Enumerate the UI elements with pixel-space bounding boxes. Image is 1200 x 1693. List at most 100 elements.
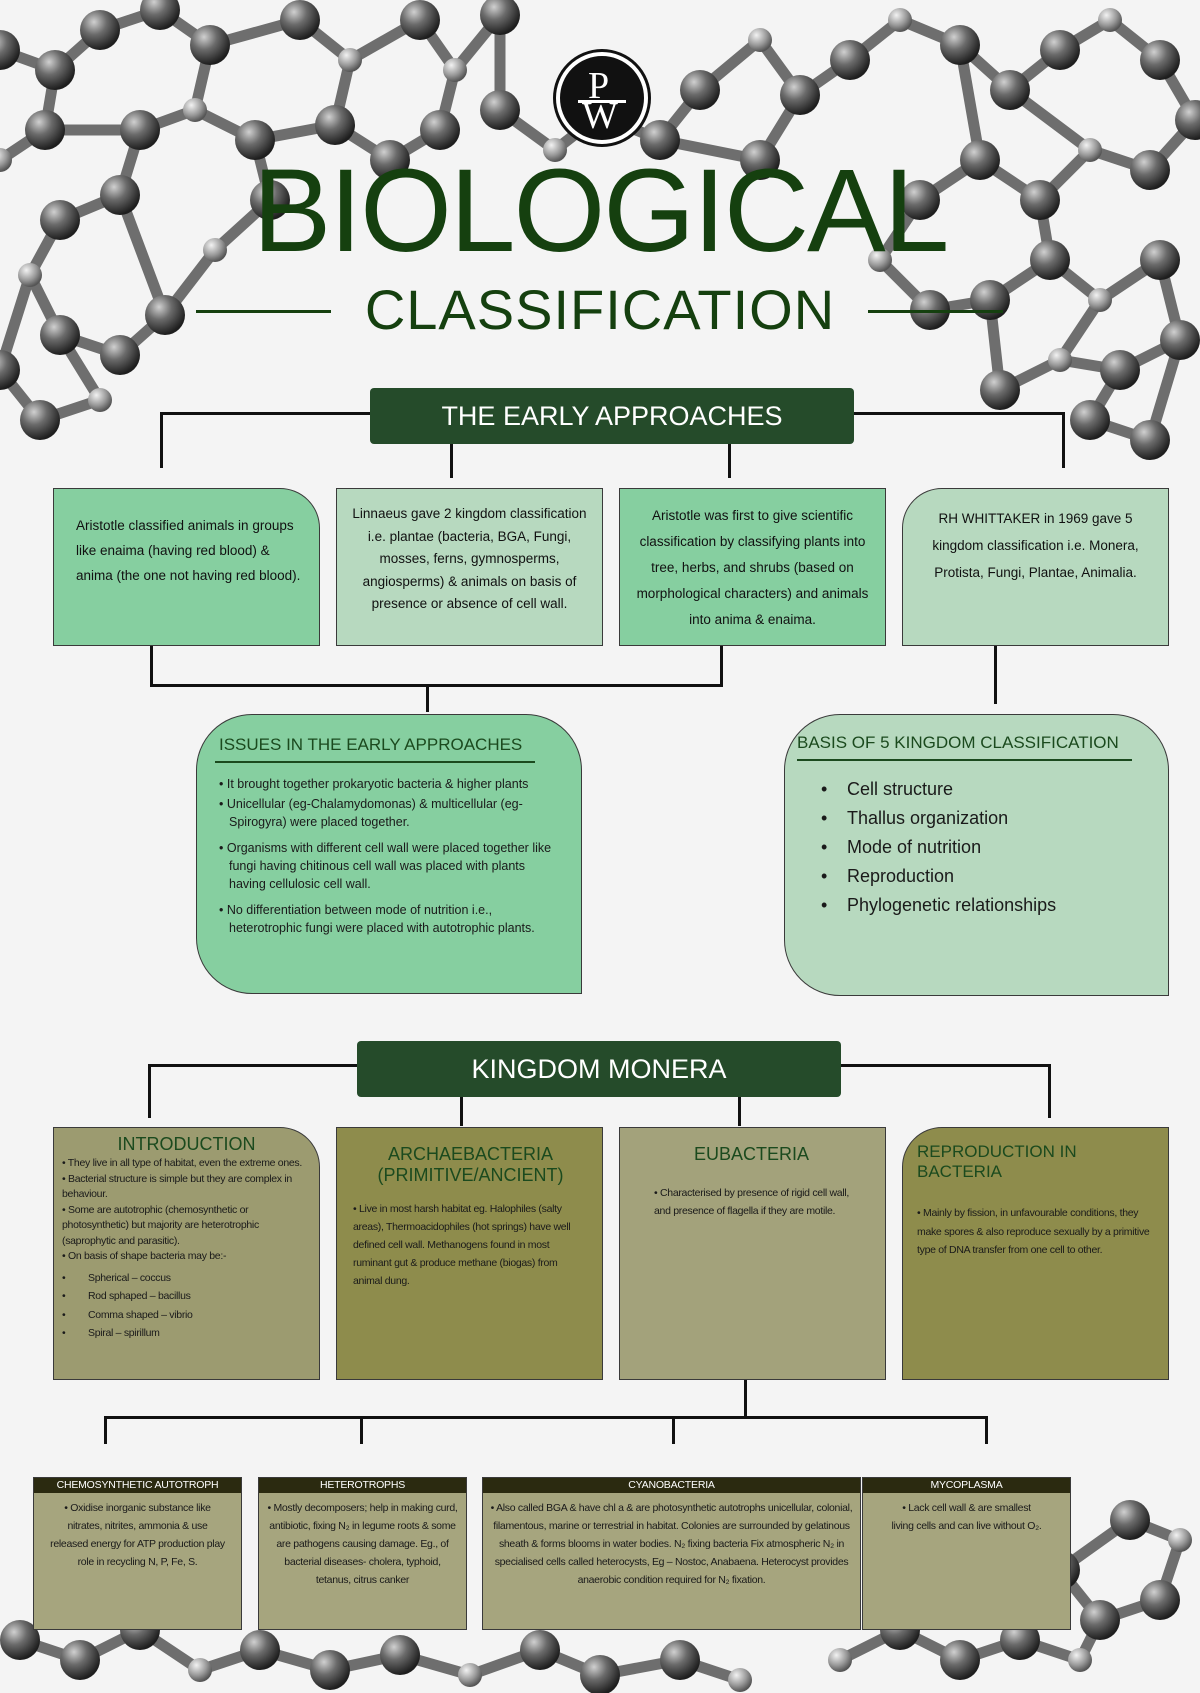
molecule-atom (1098, 8, 1122, 32)
molecule-atom (1020, 180, 1060, 220)
basis-item: •Cell structure (821, 779, 954, 799)
type-card-text: • Mostly decomposers; help in making cur… (267, 1502, 458, 1586)
molecule-atom (20, 400, 60, 440)
section-header-early-approaches: THE EARLY APPROACHES (370, 388, 854, 444)
basis-item: •Thallus organization (821, 808, 1009, 828)
connector (148, 1064, 151, 1118)
molecule-atom (980, 370, 1020, 410)
connector (672, 1416, 675, 1444)
connector (744, 1380, 747, 1418)
connector (728, 440, 731, 478)
type-card-cyanobacteria: CYANOBACTERIA • Also called BGA & have c… (482, 1477, 861, 1630)
molecule-bond (114, 189, 171, 321)
issues-item: • No differentiation between mode of nut… (219, 903, 535, 935)
connector (160, 412, 163, 468)
type-card-mycoplasma: MYCOPLASMA • Lack cell wall & are smalle… (862, 1477, 1071, 1630)
molecule-atom (1130, 150, 1170, 190)
molecule-atom (80, 10, 120, 50)
molecule-atom (25, 110, 65, 150)
molecule-atom (0, 148, 12, 172)
molecule-atom (100, 335, 140, 375)
molecule-atom (780, 75, 820, 115)
molecule-atom (88, 388, 112, 412)
molecule-atom (1080, 1600, 1120, 1640)
molecule-atom (900, 180, 940, 220)
molecule-atom (543, 138, 567, 162)
molecule-atom (35, 50, 75, 90)
issues-panel: ISSUES IN THE EARLY APPROACHES • It brou… (196, 714, 582, 994)
molecule-atom (1175, 100, 1200, 140)
molecule-atom (1030, 240, 1070, 280)
issues-underline (215, 761, 535, 763)
section-header-kingdom-monera: KINGDOM MONERA (357, 1041, 841, 1097)
monera-card-archaebacteria: ARCHAEBACTERIA (PRIMITIVE/ANCIENT) • Liv… (336, 1127, 603, 1380)
basis-item: •Mode of nutrition (821, 837, 982, 857)
connector (150, 684, 723, 687)
connector (104, 1416, 107, 1444)
molecule-atom (1070, 400, 1110, 440)
basis-item: •Phylogenetic relationships (821, 895, 1057, 915)
molecule-atom (1000, 1620, 1040, 1660)
molecule-atom (235, 120, 275, 160)
connector (150, 646, 153, 686)
molecule-atom (868, 248, 892, 272)
issues-item: • Unicellular (eg-Chalamydomonas) & mult… (219, 797, 523, 829)
molecule-atom (888, 8, 912, 32)
connector (104, 1416, 988, 1419)
connector (1048, 1064, 1051, 1118)
basis-title: BASIS OF 5 KINGDOM CLASSIFICATION (797, 733, 1119, 752)
molecule-atom (740, 140, 780, 180)
molecule-atom (315, 105, 355, 145)
molecule-atom (1078, 138, 1102, 162)
molecule-atom (120, 110, 160, 150)
shape-item: •Comma shaped – vibrio (62, 1308, 193, 1321)
molecule-atom (520, 1630, 560, 1670)
molecule-atom (40, 315, 80, 355)
monera-card-title: EUBACTERIA (693, 1144, 810, 1164)
connector (1062, 412, 1065, 468)
molecule-atom (280, 0, 320, 40)
molecule-atom (458, 1663, 482, 1687)
molecule-atom (990, 70, 1030, 110)
molecule-atom (830, 40, 870, 80)
molecule-atom (310, 1650, 350, 1690)
molecule-atom (1040, 30, 1080, 70)
eubac-text: • Characterised by presence of rigid cel… (654, 1187, 850, 1217)
logo-letter-w: W (582, 95, 618, 137)
intro-line: • On basis of shape bacteria may be:- (62, 1250, 227, 1262)
early-card-linnaeus: Linnaeus gave 2 kingdom classification i… (336, 488, 603, 646)
type-card-title: CYANOBACTERIA (483, 1478, 860, 1493)
page-title: BIOLOGICAL (252, 145, 950, 277)
issues-item: • It brought together prokaryotic bacter… (219, 777, 529, 791)
connector (360, 1416, 363, 1444)
issues-title: ISSUES IN THE EARLY APPROACHES (219, 735, 523, 754)
molecule-atom (250, 180, 290, 220)
molecule-atom (190, 25, 230, 65)
early-card-text: RH WHITTAKER in 1969 gave 5 kingdom clas… (932, 511, 1139, 580)
molecule-atom (380, 1635, 420, 1675)
molecule-atom (480, 90, 520, 130)
type-card-text: • Oxidise inorganic substance like nitra… (50, 1502, 225, 1568)
shape-item: •Rod sphaped – bacillus (62, 1290, 191, 1302)
molecule-atom (1160, 320, 1200, 360)
intro-line: • Some are autotrophic (chemosynthetic o… (62, 1203, 259, 1247)
molecule-atom (940, 25, 980, 65)
molecule-atom (728, 1668, 752, 1692)
intro-text: • They live in all type of habitat, even… (62, 1156, 311, 1343)
monera-card-reproduction: REPRODUCTION IN BACTERIA • Mainly by fis… (902, 1127, 1169, 1380)
molecule-atom (748, 28, 772, 52)
monera-card-eubacteria: EUBACTERIA • Characterised by presence o… (619, 1127, 886, 1380)
logo-letter-p: P (588, 65, 610, 107)
early-card-whittaker: RH WHITTAKER in 1969 gave 5 kingdom clas… (902, 488, 1169, 646)
molecule-atom (18, 263, 42, 287)
molecule-atom (480, 0, 520, 35)
molecule-atom (1088, 288, 1112, 312)
page-subtitle: CLASSIFICATION (364, 278, 836, 341)
archae-text: • Live in most harsh habitat eg. Halophi… (353, 1203, 571, 1287)
molecule-atom (140, 0, 180, 30)
molecule-atom (1130, 420, 1170, 460)
basis-underline (797, 759, 1132, 761)
molecule-atom (1068, 1648, 1092, 1672)
monera-card-introduction: INTRODUCTION • They live in all type of … (53, 1127, 320, 1380)
connector (985, 1416, 988, 1444)
